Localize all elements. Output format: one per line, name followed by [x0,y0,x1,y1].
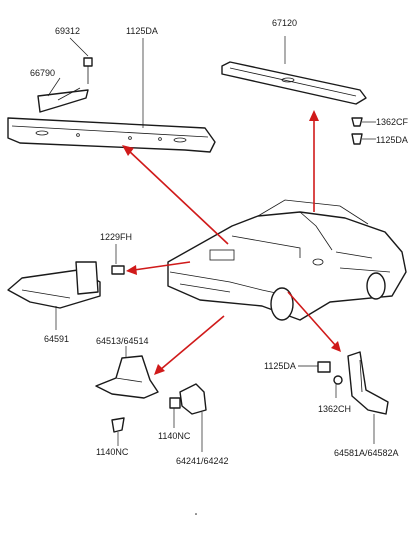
label-1362CH: 1362CH [318,404,351,414]
label-1229FH: 1229FH [100,232,132,242]
bolt-1125DA-right [351,133,363,145]
label-1362CF: 1362CF [376,117,409,127]
bracket-64513-assembly [95,346,159,446]
cowl-panel-67120 [221,61,367,105]
front-crossmember [7,117,216,153]
bracket-64241 [179,383,207,415]
car-body [167,211,407,321]
label-69312: 69312 [55,26,80,36]
label-67120: 67120 [272,18,297,28]
bolt-1140NC-mid [169,397,181,409]
bolt-1140NC-left [111,417,125,433]
arrow-to-bracket-64513 [159,315,225,371]
bolt-69312 [83,57,93,67]
cowl-panel-assembly [221,36,376,145]
bracket-64241-assembly [169,383,207,452]
arrow-to-bracket-64591 [133,261,191,271]
label-66790: 66790 [30,68,55,78]
clip-1362CH [333,375,343,385]
front-crossmember-assembly [7,37,216,153]
label-64241: 64241/64242 [176,456,229,466]
clip-1362CF [351,117,363,127]
callout-arrows [122,110,341,375]
bracket-64581A-assembly [298,351,389,444]
front-wheel [270,287,294,321]
bracket-64591-assembly [7,244,125,330]
page-dot [195,513,197,515]
label-64581: 64581A/64582A [334,448,399,458]
bolt-1229FH [111,265,125,275]
bracket-66790 [37,89,89,113]
label-64591: 64591 [44,334,69,344]
label-1125DA-right: 1125DA [376,135,408,145]
bracket-64513 [95,355,159,399]
label-1125DA-mid: 1125DA [264,361,296,371]
car-illustration [167,199,407,321]
label-1140NC-mid: 1140NC [158,431,191,441]
arrow-to-bracket-64581A [287,291,337,347]
label-1125DA-top: 1125DA [126,26,158,36]
label-64513: 64513/64514 [96,336,149,346]
bolt-1125DA-mid [317,361,331,373]
label-1140NC-left: 1140NC [96,447,129,457]
arrow-to-crossmember [127,149,229,245]
rear-wheel [366,272,386,300]
bracket-64581A [347,351,389,415]
